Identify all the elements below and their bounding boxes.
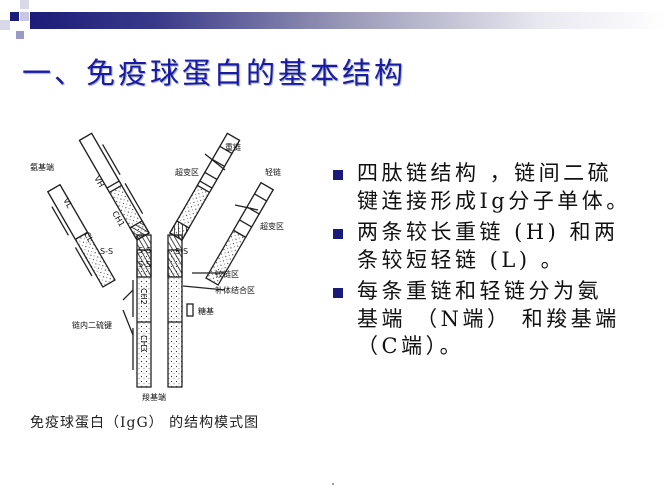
- diagram-caption: 免疫球蛋白（IgG） 的结构模式图: [30, 415, 260, 431]
- label-amino-end: 氨基端: [30, 162, 54, 172]
- label-complement-binding: 补体结合区: [215, 285, 255, 295]
- label-intrachain-disulfide: 链内二硫键: [72, 320, 112, 330]
- decor-square: [16, 31, 24, 39]
- label-ch2: CH2: [139, 288, 148, 305]
- label-carboxyl-end: 羧基端: [142, 392, 166, 402]
- bullet-square-icon: [333, 288, 343, 298]
- bullet-text: 每条重链和轻链分为氨: [357, 279, 602, 303]
- bullet-item: 两条较长重链 (H) 和两 条较短轻链 (L) 。: [333, 219, 631, 274]
- bullet-text: （C端）。: [357, 334, 465, 358]
- label-ss: S-S: [138, 246, 151, 255]
- bullet-text: 条较短轻链 (L) 。: [357, 247, 566, 272]
- bullet-text: 基端 （N端） 和羧基端: [357, 306, 620, 331]
- label-light-chain: 轻链: [265, 167, 281, 177]
- decor-square: [20, 12, 29, 21]
- header-gradient-band: [30, 12, 667, 29]
- sugar-group: [186, 303, 194, 317]
- bullet-text: 两条较长重链 (H) 和两: [357, 220, 619, 244]
- label-sugar: 糖基: [198, 306, 214, 316]
- label-hinge: 铰链区: [215, 269, 239, 279]
- bullet-text: 键连接形成Ig分子单体。: [357, 188, 631, 213]
- label-hypervariable: 超变区: [260, 221, 284, 231]
- label-heavy-chain: 重链: [225, 142, 241, 152]
- bullet-list: 四肽链结构 ，链间二硫 键连接形成Ig分子单体。 两条较长重链 (H) 和两 条…: [333, 160, 631, 365]
- bullet-square-icon: [333, 170, 343, 180]
- label-ss: S-S: [138, 260, 151, 269]
- label-ss: S-S: [175, 247, 188, 256]
- bullet-item: 每条重链和轻链分为氨 基端 （N端） 和羧基端 （C端）。: [333, 278, 631, 361]
- label-hypervariable: 超变区: [175, 167, 199, 177]
- igg-structure-diagram: 氨基端 重链 轻链 超变区 超变区 铰链区 补体结合区 糖基 链内二硫键 羧基端…: [30, 132, 284, 402]
- decor-square: [10, 12, 19, 21]
- label-ch3: CH3: [139, 335, 148, 352]
- bullet-square-icon: [333, 229, 343, 239]
- decor-square: [20, 0, 29, 9]
- bullet-text: 四肽链结构 ，链间二硫: [357, 161, 613, 185]
- slide-title: 一、免疫球蛋白的基本结构: [22, 56, 407, 90]
- footer-dot: [332, 483, 334, 485]
- bullet-item: 四肽链结构 ，链间二硫 键连接形成Ig分子单体。: [333, 160, 631, 215]
- decor-square: [0, 20, 10, 30]
- label-ss: S-S: [100, 247, 113, 256]
